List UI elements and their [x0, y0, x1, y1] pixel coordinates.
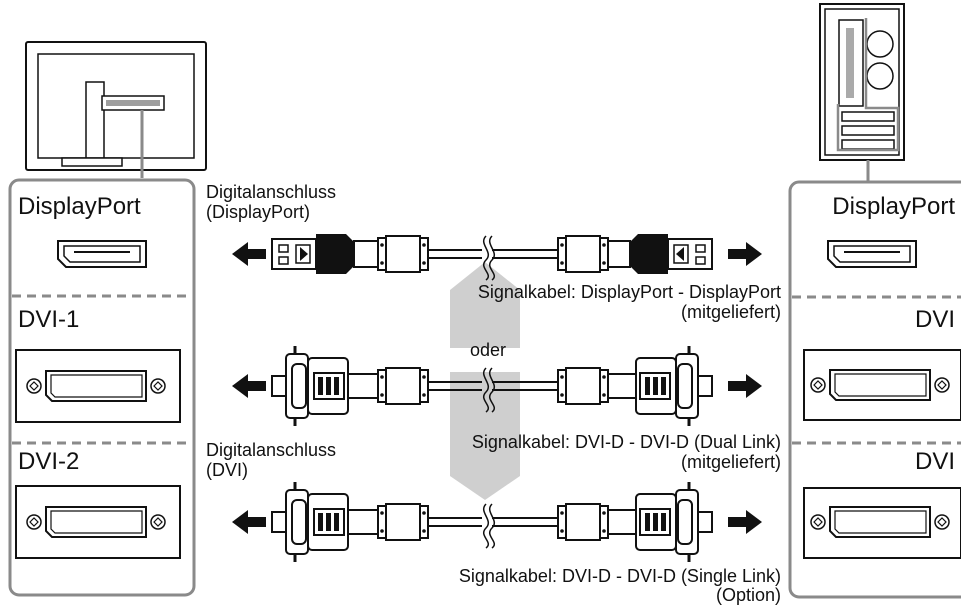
pc-port-panel — [788, 180, 961, 599]
digital-connector-dp-type: (DisplayPort) — [206, 202, 311, 222]
dvi-dual-link-cable — [270, 344, 714, 428]
monitor-port-label-dvi1: DVI-1 — [18, 306, 80, 333]
cable-dvi-dual-note: (mitgeliefert) — [680, 452, 781, 472]
monitor-displayport-receptacle — [57, 240, 147, 268]
monitor-port-panel — [8, 178, 196, 597]
displayport-cable — [271, 233, 713, 281]
monitor-dvi1-receptacle — [26, 370, 166, 402]
pc-port-label-dvi-1: DVI — [914, 306, 955, 333]
pc-dvi-receptacle-1 — [810, 369, 950, 401]
pc-port-label-dvi-2: DVI — [914, 448, 955, 475]
monitor-port-label-displayport: DisplayPort — [18, 193, 141, 220]
monitor-dvi2-receptacle — [26, 506, 166, 538]
dvi-single-link-cable — [270, 480, 714, 564]
monitor-port-label-dvi2: DVI-2 — [18, 448, 80, 475]
digital-connector-dvi-title: Digitalanschluss — [206, 440, 337, 460]
digital-connector-dvi-type: (DVI) — [206, 460, 248, 480]
cable-dvi-single-note: (Option) — [715, 585, 781, 605]
pc-dvi-receptacle-2 — [810, 506, 950, 538]
pc-displayport-receptacle — [827, 240, 917, 268]
pc-port-label-displayport: DisplayPort — [832, 193, 955, 220]
direction-arrows — [232, 242, 762, 534]
monitor-illustration — [25, 41, 207, 178]
or-label: oder — [470, 340, 507, 360]
pc-illustration — [819, 3, 905, 182]
cable-dp-caption: Signalkabel: DisplayPort - DisplayPort — [477, 282, 781, 302]
digital-connector-dp-title: Digitalanschluss — [206, 182, 337, 202]
cable-dvi-dual-caption: Signalkabel: DVI-D - DVI-D (Dual Link) — [471, 432, 781, 452]
cable-dp-note: (mitgeliefert) — [680, 302, 781, 322]
alternative-band — [450, 262, 520, 500]
cable-dvi-single-caption: Signalkabel: DVI-D - DVI-D (Single Link) — [458, 566, 781, 586]
